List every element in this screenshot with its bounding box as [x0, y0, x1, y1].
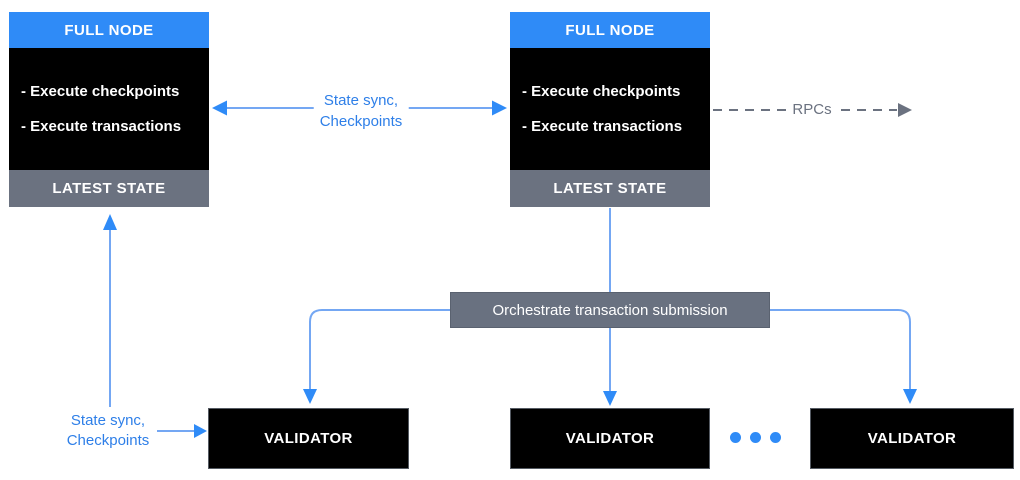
state-sync-label-line1: State sync, — [70, 412, 146, 429]
state-sync-label-top: State sync, Checkpoints — [313, 90, 409, 132]
state-sync-label-bottom: State sync, Checkpoints — [66, 411, 150, 451]
latest-state-bar: LATEST STATE — [9, 170, 209, 207]
full-node-header: FULL NODE — [9, 12, 209, 48]
validator-box: VALIDATOR — [810, 408, 1014, 469]
ellipsis-dot — [770, 432, 781, 443]
node-capability-item: - Execute transactions — [21, 118, 182, 135]
validator-to-fullnode-arrow — [103, 214, 117, 407]
full-node-body: - Execute checkpoints - Execute transact… — [510, 48, 710, 170]
latest-state-bar: LATEST STATE — [510, 170, 710, 207]
node-capability-item: - Execute transactions — [522, 118, 683, 135]
full-node-body: - Execute checkpoints - Execute transact… — [9, 48, 209, 170]
ellipsis-dot — [750, 432, 761, 443]
state-sync-label-line2: Checkpoints — [319, 113, 403, 130]
ellipsis-dot — [730, 432, 741, 443]
validator-box: VALIDATOR — [208, 408, 409, 469]
node-capability-item: - Execute checkpoints — [21, 83, 180, 100]
validator-box: VALIDATOR — [510, 408, 710, 469]
full-node-header: FULL NODE — [510, 12, 710, 48]
rpc-label: RPCs — [787, 101, 837, 119]
orchestrate-box: Orchestrate transaction submission — [450, 292, 770, 328]
orchestrate-right-arrow — [770, 309, 917, 404]
node-capability-item: - Execute checkpoints — [522, 83, 681, 100]
ellipsis-dots — [730, 432, 781, 443]
state-sync-label-line2: Checkpoints — [66, 432, 150, 449]
full-node-box-left: FULL NODE - Execute checkpoints - Execut… — [9, 12, 209, 207]
state-sync-to-validator-arrow — [157, 424, 207, 438]
full-node-box-right: FULL NODE - Execute checkpoints - Execut… — [510, 12, 710, 207]
orchestrate-left-arrow — [303, 309, 450, 404]
state-sync-label-line1: State sync, — [323, 92, 399, 109]
